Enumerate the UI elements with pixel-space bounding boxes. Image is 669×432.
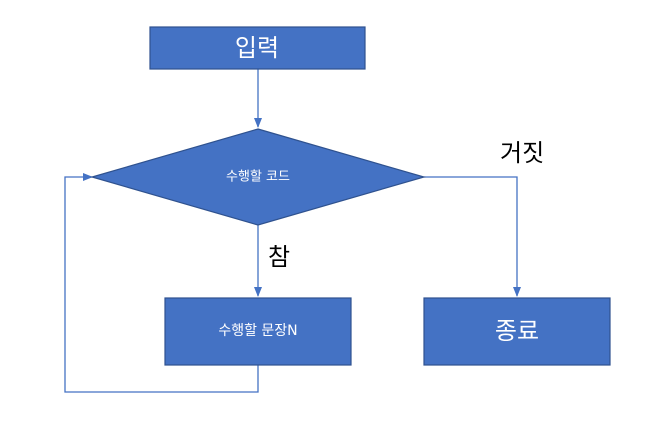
input-box: 입력 (149, 26, 366, 70)
true-branch-label: 참 (268, 243, 290, 271)
edge-loop-back-to-decision (64, 173, 259, 393)
input-label: 입력 (235, 34, 279, 62)
end-label: 종료 (495, 317, 539, 345)
decision-diamond: 수행할 코드 (89, 128, 427, 226)
statement-label: 수행할 문장N (218, 323, 297, 339)
end-box: 종료 (423, 297, 611, 366)
decision-label: 수행할 코드 (226, 169, 290, 185)
edge-decision-to-end (424, 176, 521, 297)
statement-box: 수행할 문장N (164, 297, 352, 366)
false-branch-label: 거짓 (500, 139, 544, 167)
